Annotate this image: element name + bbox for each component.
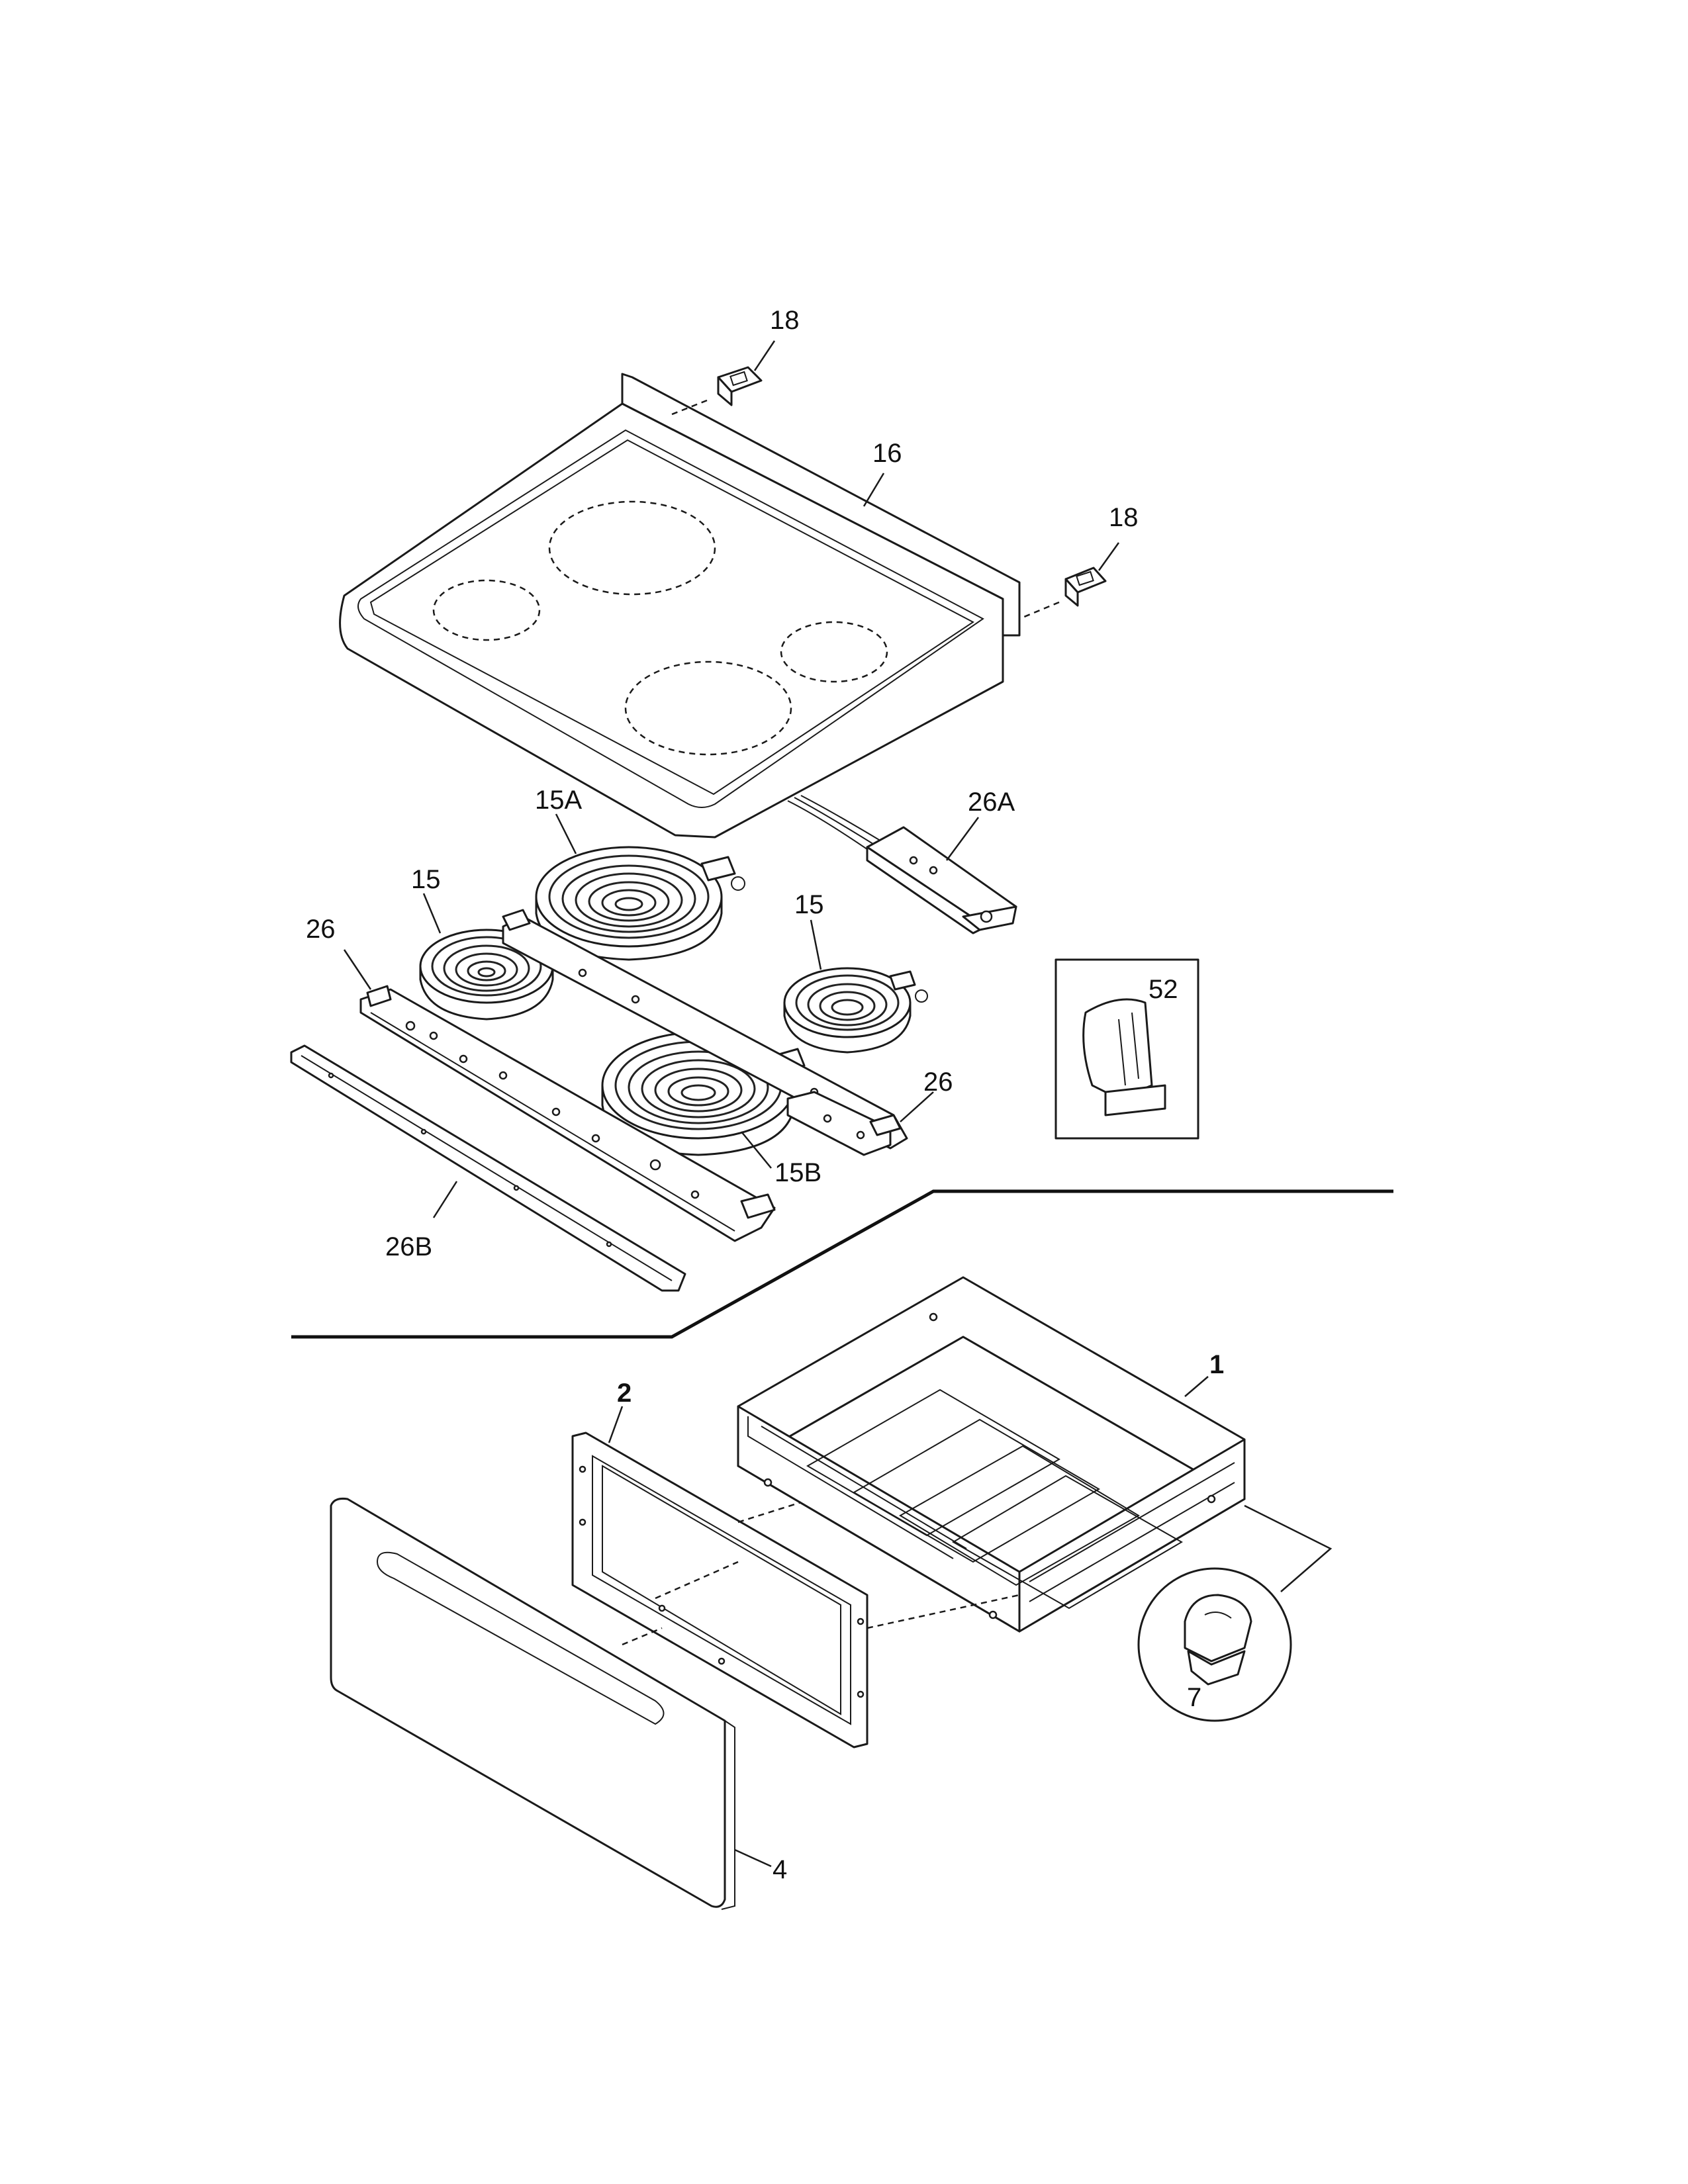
- callout-18-top: 18: [770, 306, 800, 335]
- element-support-part-26-right: [786, 1091, 902, 1156]
- callout-26b: 26B: [385, 1232, 432, 1261]
- callout-7: 7: [1187, 1683, 1201, 1712]
- leader-26-right: [900, 1091, 934, 1122]
- cooktop-part-16: [339, 373, 1021, 839]
- leader-1: [1184, 1376, 1209, 1397]
- surface-element-part-15-right: [783, 967, 928, 1054]
- leader-16: [863, 473, 885, 507]
- trim-strip-part-26b: [290, 1044, 686, 1292]
- leader-18-top: [753, 340, 776, 371]
- bracket-part-18-right: [1064, 567, 1107, 607]
- drawer-body-part-1: [737, 1276, 1246, 1633]
- leader-15-right: [810, 919, 822, 970]
- leader-26-left: [343, 949, 372, 990]
- wire-harness-part-26a: [787, 795, 1017, 934]
- callout-26-right: 26: [923, 1068, 953, 1097]
- callout-1: 1: [1209, 1350, 1224, 1379]
- leader-15b: [741, 1131, 772, 1169]
- drawer-front-part-4: [330, 1498, 735, 1910]
- callout-4: 4: [773, 1855, 787, 1884]
- leader-2: [608, 1406, 624, 1443]
- callout-15a: 15A: [535, 786, 582, 815]
- surface-element-part-15a: [535, 846, 745, 961]
- callout-15b: 15B: [774, 1158, 821, 1187]
- element-support-part-26-left: [359, 985, 776, 1242]
- leader-4: [734, 1848, 772, 1868]
- leader-26b: [432, 1181, 458, 1218]
- section-divider-line: [291, 1189, 1393, 1339]
- callout-16: 16: [872, 439, 902, 468]
- callout-26a: 26A: [968, 788, 1015, 817]
- leader-15a: [555, 813, 577, 854]
- leader-15-left: [422, 893, 442, 934]
- callout-26-left: 26: [306, 915, 336, 944]
- callout-2: 2: [617, 1379, 632, 1408]
- callout-52: 52: [1149, 975, 1178, 1004]
- drawer-liner-part-2: [571, 1432, 868, 1749]
- callout-15-left: 15: [411, 865, 441, 894]
- leader-18-right: [1098, 542, 1120, 571]
- callout-15-right: 15: [794, 890, 824, 919]
- leader-26a: [945, 817, 980, 861]
- bracket-part-18-left: [717, 366, 763, 406]
- inset-part-7: [1137, 1567, 1292, 1722]
- callout-18-right: 18: [1109, 503, 1139, 532]
- inset-part-52: [1055, 958, 1199, 1140]
